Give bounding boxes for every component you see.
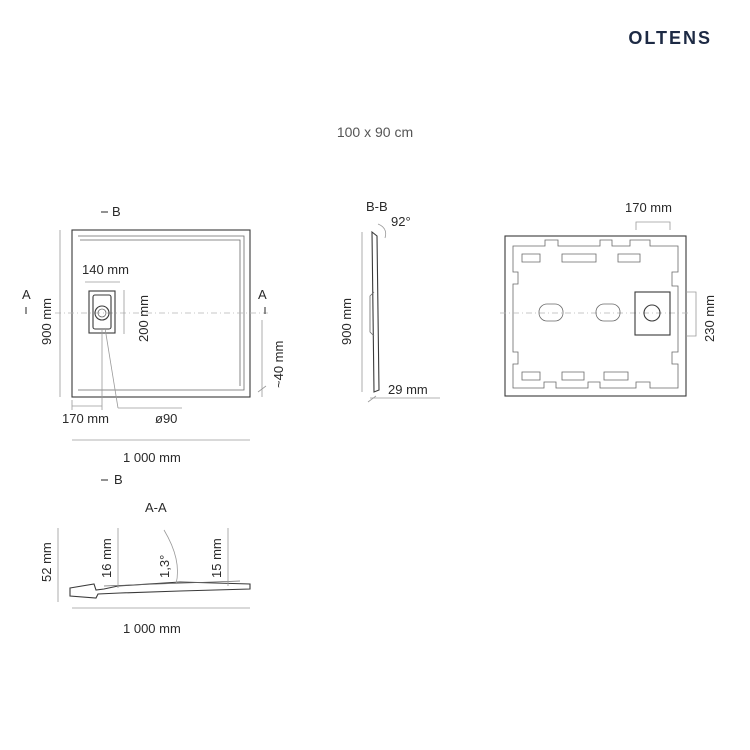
- section-width-label: 1 000 mm: [123, 621, 181, 636]
- side-view-title: B-B: [366, 199, 388, 214]
- slope-label: 1,3°: [157, 555, 172, 578]
- drain-diameter-label: ø90: [155, 411, 177, 426]
- drain-hole-inner: [97, 308, 107, 318]
- section-height-label: 52 mm: [39, 542, 54, 582]
- edge-left-label: 16 mm: [99, 538, 114, 578]
- bottom-slot-1: [538, 303, 564, 322]
- drain-profile: [369, 291, 375, 337]
- drain-hole-icon: [94, 305, 110, 321]
- section-profile: [69, 581, 251, 599]
- drain-width-label: 140 mm: [82, 262, 129, 277]
- side-thickness-label: 29 mm: [388, 382, 428, 397]
- edge-right-label: 15 mm: [209, 538, 224, 578]
- angle-arc: [377, 223, 387, 239]
- section-view-title: A-A: [145, 500, 167, 515]
- section-a-right-label: A: [258, 287, 267, 302]
- width-label: 1 000 mm: [123, 450, 181, 465]
- bottom-slot-2: [595, 303, 621, 322]
- tray-inner-rim: [80, 239, 241, 386]
- tray-outline: [71, 229, 251, 398]
- section-view-b-label: B: [114, 472, 123, 487]
- bottom-position-label: 230 mm: [702, 295, 717, 342]
- drain-offset-label: 170 mm: [62, 411, 109, 426]
- section-slope-line: [103, 580, 241, 587]
- drain-height-label: 200 mm: [136, 295, 151, 342]
- dim-bottom-offset-line: [635, 221, 671, 230]
- bottom-offset-label: 170 mm: [625, 200, 672, 215]
- brand-logo: OLTENS: [628, 28, 712, 48]
- side-view: B-B 92° 900 mm 29 mm: [339, 199, 440, 403]
- bottom-outline: [504, 235, 687, 397]
- height-label: 900 mm: [39, 298, 54, 345]
- top-view: B A A 900 mm 140 mm 200 mm 170 mm ø90 1 …: [22, 204, 286, 465]
- section-b-label: B: [112, 204, 121, 219]
- side-height-label: 900 mm: [339, 298, 354, 345]
- bottom-drain-hole-icon: [643, 304, 661, 322]
- dim-bottom-position-line: [686, 291, 697, 337]
- drain-inner: [92, 294, 112, 330]
- section-a-left-label: A: [22, 287, 31, 302]
- bottom-drain: [634, 291, 671, 336]
- bottom-pads: [521, 253, 641, 381]
- slope-arc: [163, 529, 178, 585]
- product-size-title: 100 x 90 cm: [336, 124, 414, 140]
- bottom-view: 170 mm 230 mm: [500, 200, 717, 397]
- thickness-label: ~40 mm: [271, 341, 286, 388]
- section-view: B A-A 52 mm 16 mm 1,3° 15 mm 1 000 mm: [39, 472, 251, 636]
- dim-thickness-tick: [257, 385, 267, 393]
- tray-profile: [371, 230, 380, 393]
- angle-label: 92°: [391, 214, 411, 229]
- diameter-leader: [104, 327, 119, 409]
- tray-rim: [78, 235, 245, 391]
- bottom-ribs: [512, 239, 679, 389]
- dim-side-thickness-tick: [367, 395, 377, 403]
